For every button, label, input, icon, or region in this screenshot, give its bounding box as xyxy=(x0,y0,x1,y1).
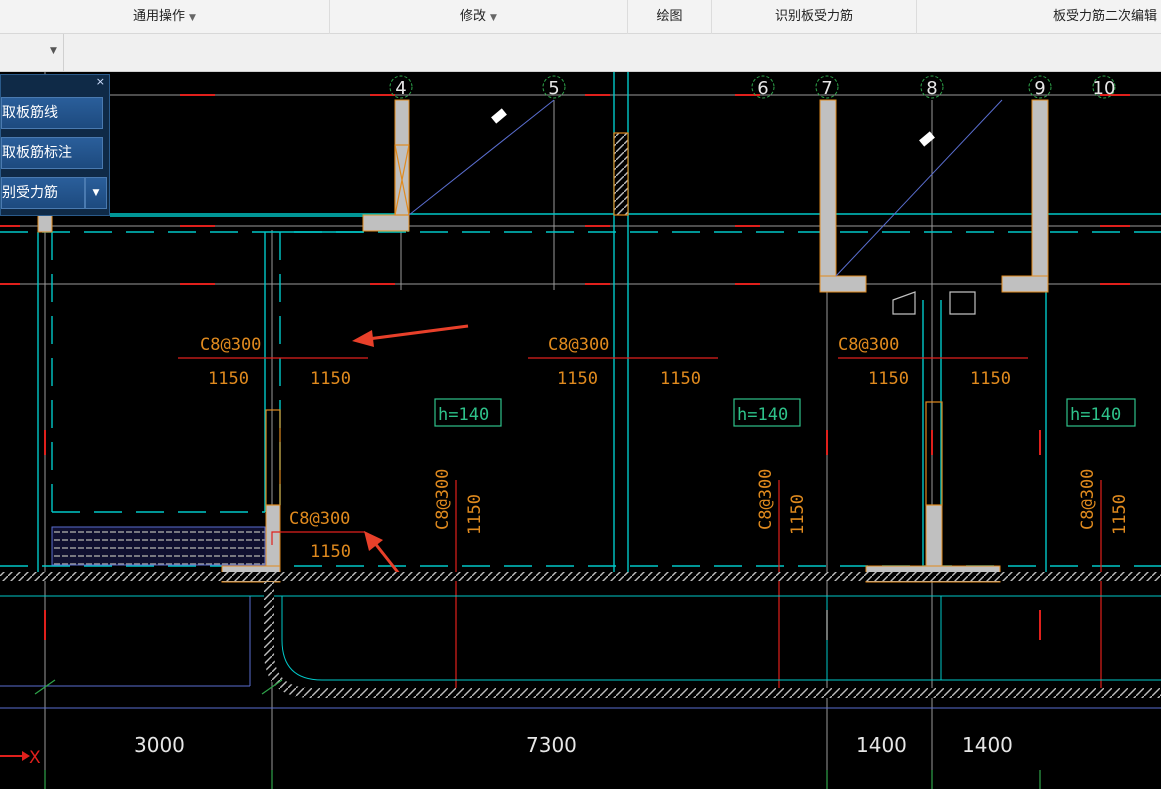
svg-text:3000: 3000 xyxy=(134,733,185,757)
svg-text:1150: 1150 xyxy=(970,369,1011,389)
ucs-x-axis: X xyxy=(0,748,41,768)
svg-text:1150: 1150 xyxy=(208,369,249,389)
axis-bubble-10: 10 xyxy=(1092,75,1116,99)
svg-text:1150: 1150 xyxy=(660,369,701,389)
svg-text:1150: 1150 xyxy=(465,494,485,535)
rebar-labels-vertical[interactable]: C8@300 1150 C8@300 1150 C8@300 1150 xyxy=(433,469,1130,693)
annotation-arrows xyxy=(352,324,469,576)
axis-bubble-9: 9 xyxy=(1028,75,1052,99)
svg-text:7300: 7300 xyxy=(526,733,577,757)
diagonal-lines xyxy=(408,99,1003,277)
axis-bubble-8: 8 xyxy=(920,75,944,99)
svg-text:1150: 1150 xyxy=(868,369,909,389)
thickness-tag-3: h=140 xyxy=(1066,398,1136,427)
axis-bubble-4: 4 xyxy=(389,75,413,99)
rebar-label-v3: C8@300 1150 xyxy=(1078,469,1130,693)
dimension-ticks xyxy=(34,679,1041,789)
extract-rebar-line-button[interactable]: 取板筋线 xyxy=(1,97,103,129)
ribbon-group-secondary-edit[interactable]: 板受力筋二次编辑 xyxy=(917,0,1161,34)
chevron-down-icon: ▼ xyxy=(189,13,196,23)
svg-text:4: 4 xyxy=(395,78,406,99)
diagonal-markers xyxy=(491,108,935,147)
hatched-block xyxy=(51,526,266,566)
svg-text:C8@300: C8@300 xyxy=(289,509,350,529)
svg-text:1150: 1150 xyxy=(557,369,598,389)
axis-gridlines xyxy=(0,72,1161,789)
svg-text:9: 9 xyxy=(1034,78,1045,99)
identify-rebar-button[interactable]: 别受力筋 xyxy=(1,177,85,209)
svg-text:h=140: h=140 xyxy=(1070,405,1121,425)
ribbon-group-modify[interactable]: 修改▼ xyxy=(330,0,628,34)
svg-text:1400: 1400 xyxy=(856,733,907,757)
ribbon-group-general[interactable]: 通用操作▼ xyxy=(0,0,330,34)
ribbon-bar: 通用操作▼ 修改▼ 绘图 识别板受力筋 板受力筋二次编辑 xyxy=(0,0,1161,34)
ribbon-label-modify: 修改 xyxy=(460,9,487,24)
ribbon-group-identify[interactable]: 识别板受力筋 xyxy=(712,0,917,34)
axis-bubbles: 4 5 6 7 8 9 10 xyxy=(389,75,1116,99)
svg-text:C8@300: C8@300 xyxy=(433,469,453,530)
svg-text:C8@300: C8@300 xyxy=(756,469,776,530)
svg-text:C8@300: C8@300 xyxy=(200,335,261,355)
svg-text:6: 6 xyxy=(757,78,768,99)
chevron-down-icon: ▼ xyxy=(50,46,57,56)
ribbon-group-draw[interactable]: 绘图 xyxy=(628,0,712,34)
property-toolbar: ▼ xyxy=(0,34,1161,72)
svg-text:8: 8 xyxy=(926,78,937,99)
svg-text:C8@300: C8@300 xyxy=(838,335,899,355)
svg-text:10: 10 xyxy=(1093,78,1116,99)
slab-thickness-tags[interactable]: h=140 h=140 h=140 xyxy=(434,398,1136,427)
wall-openings xyxy=(265,132,976,506)
svg-text:1150: 1150 xyxy=(788,494,808,535)
svg-text:X: X xyxy=(29,748,41,768)
svg-text:C8@300: C8@300 xyxy=(1078,469,1098,530)
chevron-down-icon[interactable]: ▼ xyxy=(85,177,107,209)
svg-text:h=140: h=140 xyxy=(438,405,489,425)
hatched-strip-top xyxy=(0,572,1161,581)
rebar-label-4: C8@300 1150 xyxy=(271,509,365,562)
axis-bubble-5: 5 xyxy=(542,75,566,99)
rebar-label-1: C8@300 1150 1150 xyxy=(178,335,368,389)
rebar-labels-horizontal[interactable]: C8@300 1150 1150 C8@300 1150 1150 C8@300… xyxy=(178,335,1028,562)
rebar-label-v2: C8@300 1150 xyxy=(756,469,808,693)
svg-text:1150: 1150 xyxy=(310,369,351,389)
lower-structure xyxy=(0,582,1161,709)
svg-text:1400: 1400 xyxy=(962,733,1013,757)
rebar-label-2: C8@300 1150 1150 xyxy=(528,335,718,389)
svg-text:7: 7 xyxy=(821,78,832,99)
dimension-labels: 3000 7300 1400 1400 xyxy=(134,733,1013,757)
ribbon-label-secondary-edit: 板受力筋二次编辑 xyxy=(1052,9,1157,24)
extract-rebar-label-button[interactable]: 取板筋标注 xyxy=(1,137,103,169)
thickness-tag-2: h=140 xyxy=(733,398,801,427)
ribbon-label-draw: 绘图 xyxy=(656,9,683,24)
svg-text:5: 5 xyxy=(548,78,559,99)
rebar-label-3: C8@300 1150 1150 xyxy=(838,335,1028,389)
svg-text:C8@300: C8@300 xyxy=(548,335,609,355)
thickness-tag-1: h=140 xyxy=(434,398,502,427)
beam-outlines xyxy=(0,72,1161,580)
axis-bubble-7: 7 xyxy=(815,75,839,99)
svg-text:1150: 1150 xyxy=(1110,494,1130,535)
chevron-down-icon: ▼ xyxy=(490,13,497,23)
ribbon-label-identify: 识别板受力筋 xyxy=(774,9,853,24)
svg-text:1150: 1150 xyxy=(310,542,351,562)
axis-bubble-6: 6 xyxy=(751,75,775,99)
layer-dropdown[interactable]: ▼ xyxy=(0,34,64,71)
close-icon[interactable]: × xyxy=(95,75,105,88)
cad-canvas[interactable]: 4 5 6 7 8 9 10 C8@300 1150 1150 C8@300 1… xyxy=(0,72,1161,789)
ribbon-label-general: 通用操作 xyxy=(133,9,186,24)
identify-panel: × 取板筋线 取板筋标注 别受力筋 ▼ xyxy=(0,74,110,216)
rebar-label-v1: C8@300 1150 xyxy=(433,469,485,693)
svg-text:h=140: h=140 xyxy=(737,405,788,425)
